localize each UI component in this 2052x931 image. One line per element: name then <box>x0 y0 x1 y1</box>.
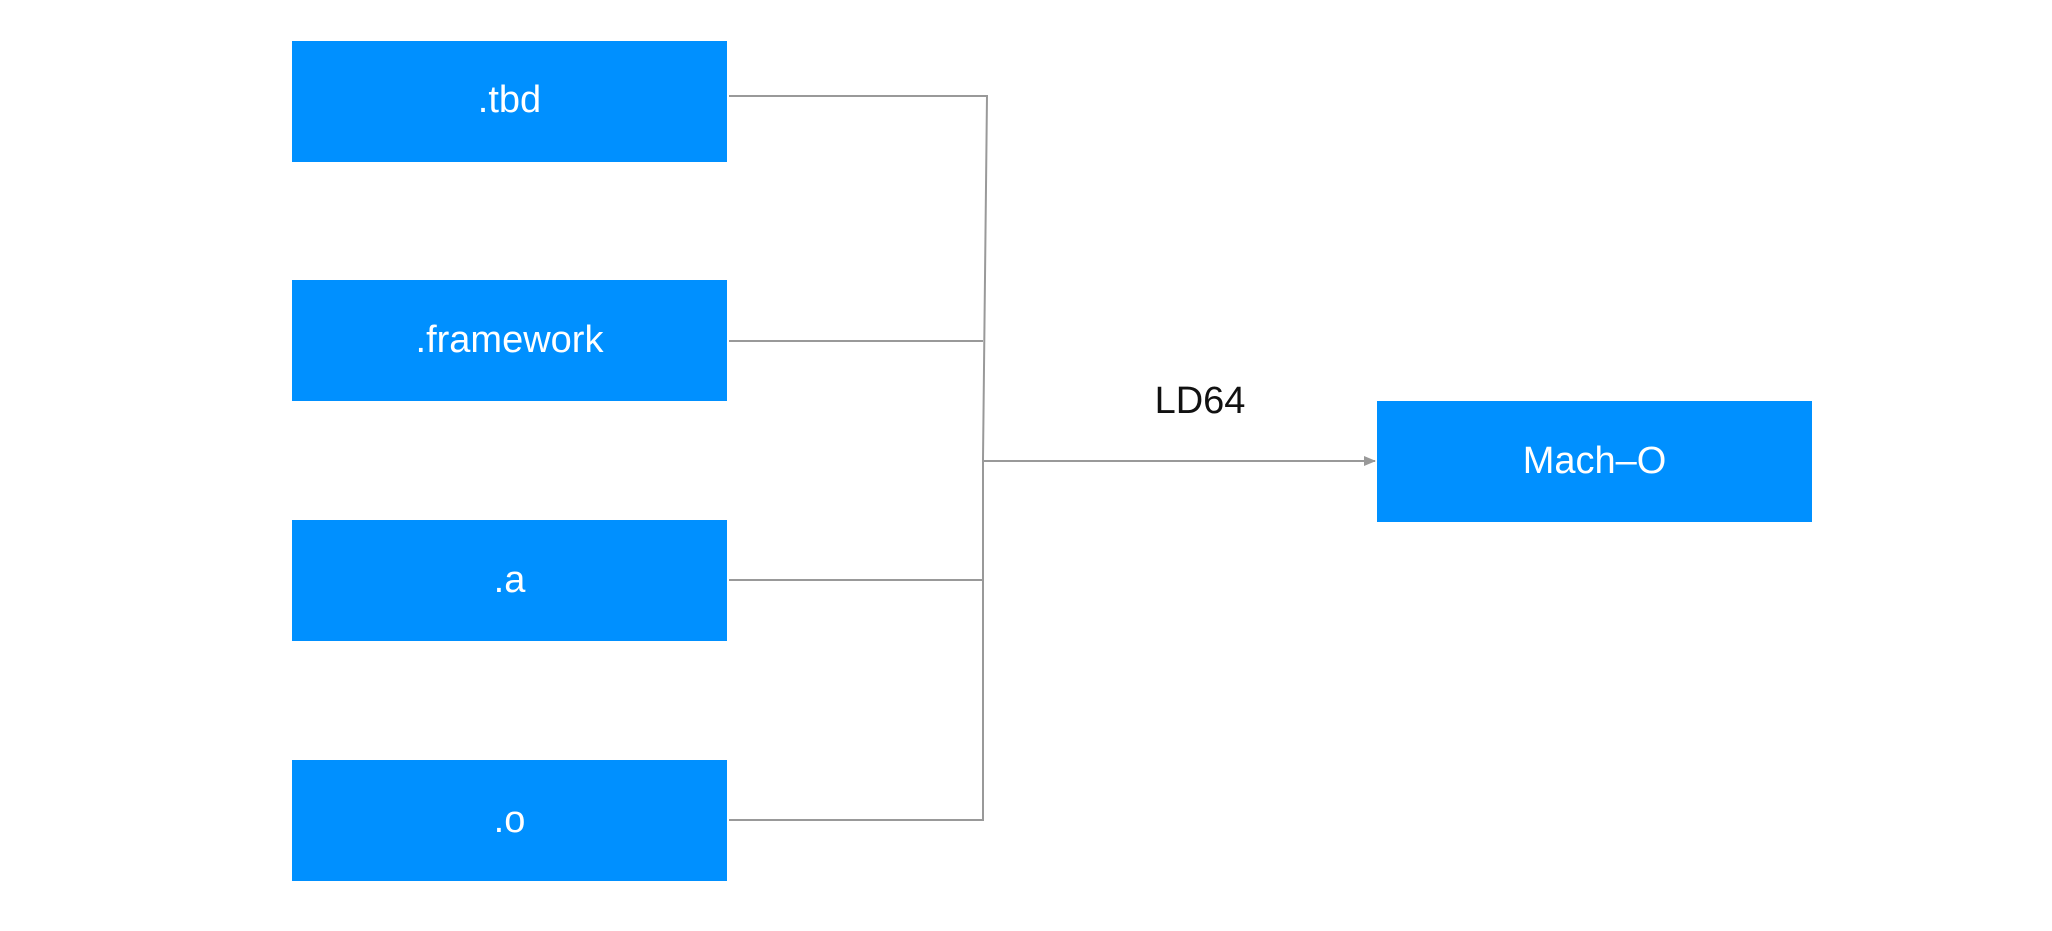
output-box-mach-o: Mach–O <box>1377 401 1812 522</box>
connector-tbd <box>729 95 989 460</box>
connector-o <box>729 459 984 821</box>
input-box-o-rect <box>292 760 727 881</box>
input-box-tbd-label: .tbd <box>478 79 541 121</box>
edge-label-ld64: LD64 <box>1155 380 1246 422</box>
connectors <box>729 95 1376 821</box>
input-box-framework-label: .framework <box>416 319 605 361</box>
input-box-o-label: .o <box>494 799 526 841</box>
output-box-mach-o-label: Mach–O <box>1523 440 1667 482</box>
input-box-o: .o <box>292 760 727 881</box>
input-box-framework: .framework <box>292 280 727 401</box>
input-box-a-label: .a <box>494 559 527 601</box>
input-box-a-rect <box>292 520 727 641</box>
input-box-framework-rect <box>292 280 727 401</box>
input-box-tbd: .tbd <box>292 41 727 162</box>
input-box-tbd-rect <box>292 41 727 162</box>
input-box-a: .a <box>292 520 727 641</box>
output-box-mach-o-rect <box>1377 401 1812 522</box>
